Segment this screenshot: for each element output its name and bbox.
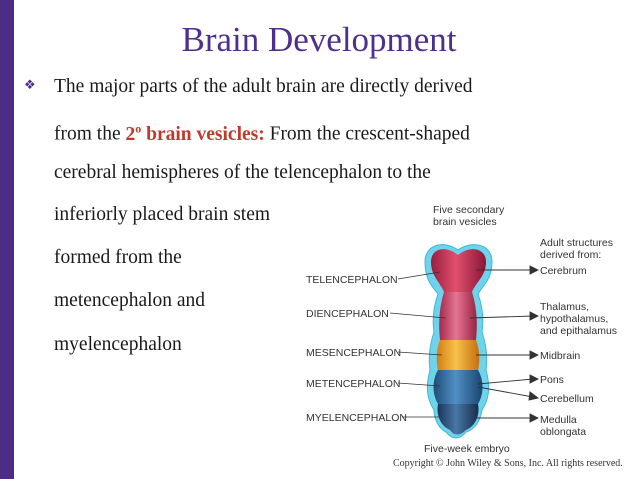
- left-leader-lines: [389, 271, 447, 418]
- slide-title: Brain Development: [181, 20, 457, 59]
- label-diencephalon: DIENCEPHALON: [306, 308, 389, 320]
- header-right-line-1: Adult structures: [540, 237, 613, 249]
- highlight-term: brain vesicles:: [141, 123, 265, 145]
- label-cerebrum: Cerebrum: [540, 265, 587, 277]
- body-line-7: myelencephalon: [54, 334, 182, 355]
- label-medulla-2: oblongata: [540, 426, 586, 438]
- highlight-number: 2: [125, 123, 136, 145]
- body-line-3: cerebral hemispheres of the telencephalo…: [54, 162, 431, 183]
- highlight-secondary: 2o brain vesicles:: [125, 121, 265, 145]
- body-line-1: The major parts of the adult brain are d…: [54, 76, 473, 97]
- figure-caption: Five-week embryo: [424, 443, 510, 455]
- header-left-line-2: brain vesicles: [433, 216, 497, 228]
- body-line-2-pre: from the: [54, 123, 126, 145]
- body-line-5: formed from the: [54, 247, 182, 268]
- label-myelencephalon: MYELENCEPHALON: [306, 412, 407, 424]
- label-thalamus-1: Thalamus,: [540, 301, 589, 313]
- right-arrows: [469, 265, 540, 423]
- myelencephalon-vesicle: [437, 404, 479, 435]
- label-mesencephalon: MESENCEPHALON: [306, 347, 401, 359]
- label-metencephalon: METENCEPHALON: [306, 378, 401, 390]
- highlight-superscript: o: [135, 121, 142, 135]
- label-thalamus-2: hypothalamus,: [540, 313, 608, 325]
- body-line-2-post: From the crescent-shaped: [264, 123, 470, 145]
- left-accent-bar: [0, 0, 14, 479]
- label-cerebellum: Cerebellum: [540, 393, 594, 405]
- diamond-bullet-icon: ❖: [24, 78, 36, 93]
- label-thalamus-3: and epithalamus: [540, 325, 617, 337]
- body-line-6: metencephalon and: [54, 290, 206, 311]
- label-medulla-1: Medulla: [540, 414, 577, 426]
- header-right-line-2: derived from:: [540, 249, 601, 261]
- mesencephalon-vesicle: [436, 340, 480, 370]
- label-telencephalon: TELENCEPHALON: [306, 274, 398, 286]
- metencephalon-vesicle: [433, 370, 483, 404]
- telencephalon-vesicle: [431, 249, 486, 292]
- label-pons: Pons: [540, 374, 564, 386]
- header-left-line-1: Five secondary: [433, 204, 505, 216]
- body-line-2: from the 2o brain vesicles: From the cre…: [54, 121, 470, 146]
- copyright-notice: Copyright © John Wiley & Sons, Inc. All …: [393, 458, 623, 469]
- body-line-4: inferiorly placed brain stem: [54, 204, 271, 225]
- label-midbrain: Midbrain: [540, 350, 580, 362]
- diencephalon-vesicle: [439, 292, 477, 340]
